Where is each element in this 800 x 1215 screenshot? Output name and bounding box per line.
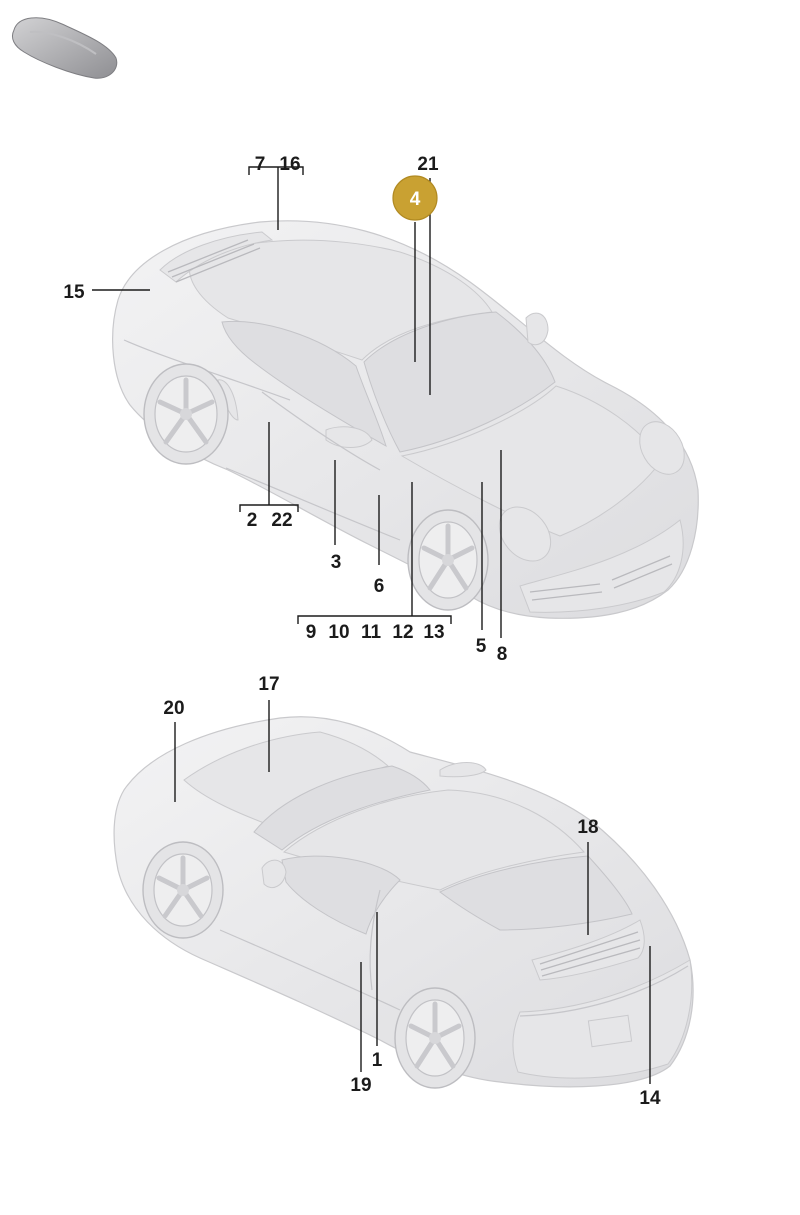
- part-label-3[interactable]: 3: [331, 552, 342, 573]
- front-wheel-rear-view: [142, 841, 224, 939]
- headlight-left: [498, 506, 552, 562]
- rear-wheel-rear-view: [394, 987, 476, 1089]
- part-label-18[interactable]: 18: [577, 817, 598, 838]
- callout-number: 4: [410, 189, 421, 210]
- side-window-front-view: [221, 320, 387, 448]
- front-hood-rear-view: [183, 731, 390, 827]
- part-label-15[interactable]: 15: [63, 282, 85, 303]
- car-front-view: [112, 220, 699, 619]
- part-label-22[interactable]: 22: [271, 510, 292, 531]
- part-label-11[interactable]: 11: [361, 622, 382, 643]
- callout-badge-4[interactable]: 4: [392, 175, 438, 221]
- part-label-1[interactable]: 1: [372, 1050, 383, 1071]
- car-rear-view: [113, 716, 694, 1089]
- part-label-6[interactable]: 6: [374, 576, 385, 597]
- leader-lines-rear-view: [174, 700, 651, 1084]
- door-mirror-right: [525, 312, 549, 346]
- part-label-19[interactable]: 19: [350, 1075, 371, 1096]
- rear-wheel-front-view: [143, 363, 229, 465]
- part-label-16[interactable]: 16: [279, 154, 300, 175]
- part-label-13[interactable]: 13: [423, 622, 444, 643]
- labels-rear-view: 17 20 18 1 19 14: [163, 674, 661, 1109]
- part-label-10[interactable]: 10: [328, 622, 349, 643]
- part-label-5[interactable]: 5: [476, 636, 487, 657]
- licence-plate-recess: [587, 1014, 633, 1048]
- part-label-21[interactable]: 21: [417, 154, 439, 175]
- part-label-12[interactable]: 12: [392, 622, 413, 643]
- rear-engine-grille: [159, 231, 274, 283]
- door-mirror-left: [325, 426, 373, 448]
- part-label-14[interactable]: 14: [639, 1088, 661, 1109]
- labels-front-view: 7 16 21 15 2 22 3 6 9 10 11 12 13 5 8: [63, 154, 507, 665]
- windscreen-rear-view: [253, 765, 431, 851]
- door-mirror-rear-view: [261, 859, 287, 888]
- part-label-2[interactable]: 2: [247, 510, 258, 531]
- rear-window: [439, 855, 633, 931]
- rear-deck-grille: [531, 919, 645, 981]
- part-label-7[interactable]: 7: [255, 154, 266, 175]
- part-label-17[interactable]: 17: [258, 674, 279, 695]
- front-bumper: [519, 519, 684, 613]
- rear-spoiler: [439, 762, 487, 778]
- headlight-right: [639, 421, 685, 475]
- front-wheel-front-view: [407, 509, 489, 611]
- part-label-20[interactable]: 20: [163, 698, 184, 719]
- part-label-9[interactable]: 9: [306, 622, 317, 643]
- leader-lines-front-view: [92, 166, 502, 638]
- side-window-rear-view: [281, 855, 401, 935]
- windscreen: [363, 311, 556, 453]
- car-silhouette-icon[interactable]: [11, 17, 118, 79]
- part-label-8[interactable]: 8: [497, 644, 508, 665]
